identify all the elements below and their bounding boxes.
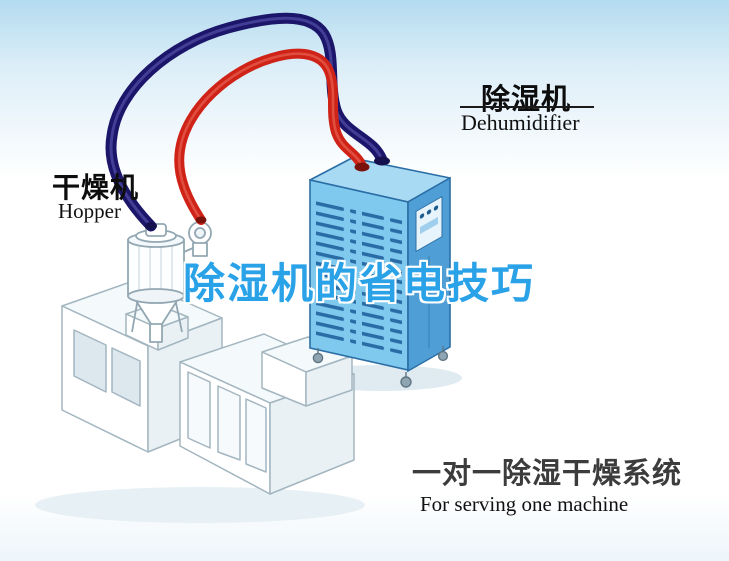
extruder-machine-illustration <box>61 279 355 495</box>
hopper-illustration <box>127 221 212 343</box>
red-hose-highlight <box>177 52 364 222</box>
hose-pipes <box>105 12 390 232</box>
caption-cn: 一对一除湿干燥系统 <box>412 458 683 490</box>
navy-hose-hopper-end <box>145 222 157 230</box>
dehumidifier-label-en: Dehumidifier <box>461 110 580 135</box>
dehumidifier-illustration <box>309 157 451 388</box>
caption-en: For serving one machine <box>420 492 629 516</box>
red-hose-port <box>354 162 370 172</box>
watermark-title: 除湿机的省电技巧 <box>183 260 536 307</box>
vent-grille-right <box>362 205 402 355</box>
dehumidifier-label-underline <box>460 106 594 108</box>
red-hose-blower-end <box>195 216 207 224</box>
hopper-label-en: Hopper <box>58 199 121 223</box>
navy-hose-port <box>374 156 390 166</box>
dehumidifier-label-cn: 除湿机 <box>481 84 572 116</box>
vent-grille-left <box>316 195 356 345</box>
caster-wheels <box>312 346 449 388</box>
hopper-label-cn: 干燥机 <box>52 172 140 203</box>
